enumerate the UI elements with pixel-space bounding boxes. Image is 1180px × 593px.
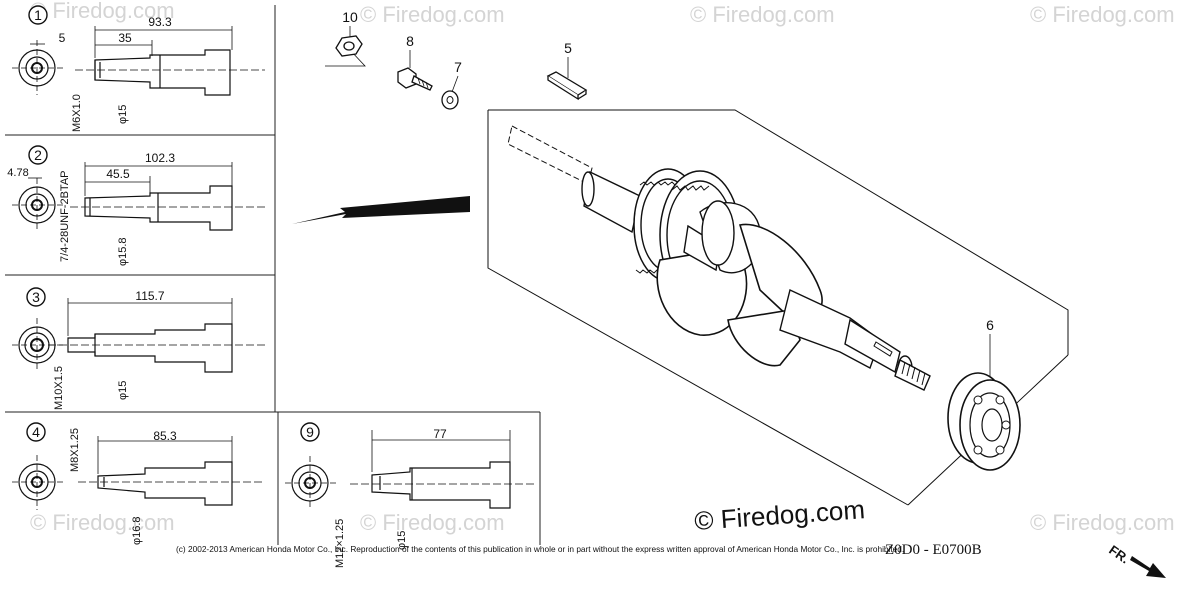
crankshaft bbox=[507, 125, 931, 391]
copyright-notice: (c) 2002-2013 American Honda Motor Co., … bbox=[176, 544, 904, 554]
part-7-washer: 7 bbox=[441, 59, 462, 110]
callout-7: 7 bbox=[454, 59, 462, 75]
variant-9-shaft bbox=[350, 461, 535, 509]
variant-1-dim-offset: 5 bbox=[59, 31, 66, 45]
variant-1-diameter: φ15 bbox=[117, 105, 129, 124]
part-8-bolt: 8 bbox=[397, 33, 433, 91]
variant-1-dimensions bbox=[30, 26, 233, 58]
variant-4-end-view bbox=[12, 455, 64, 510]
variant-1-dim-step: 35 bbox=[118, 31, 132, 45]
front-direction-indicator: FR. bbox=[1106, 542, 1166, 578]
variant-1-badge bbox=[28, 5, 48, 25]
variant-2-shaft bbox=[70, 185, 265, 231]
variant-9-thread: M12×1.25 bbox=[334, 519, 346, 568]
watermark-6: © Firedog.com bbox=[360, 510, 505, 535]
variant-9-id: 9 bbox=[306, 424, 314, 440]
variant-4-thread: M8X1.25 bbox=[69, 428, 81, 472]
variant-3-end-view bbox=[12, 318, 64, 372]
variant-panel-grid bbox=[5, 5, 541, 545]
watermark-4: © Firedog.com bbox=[1030, 2, 1175, 27]
variant-2-diameter: φ15.8 bbox=[117, 237, 129, 266]
watermark-7: © Firedog.com bbox=[1030, 510, 1175, 535]
variant-9-dim-length: 77 bbox=[433, 427, 447, 441]
front-arrow-icon bbox=[1130, 556, 1166, 578]
variant-2-dim-step: 45.5 bbox=[106, 167, 130, 181]
variant-4-dim-length: 85.3 bbox=[153, 429, 177, 443]
direction-label: FR. bbox=[1106, 542, 1132, 566]
watermark-3: © Firedog.com bbox=[690, 2, 835, 27]
watermark-5: © Firedog.com bbox=[30, 510, 175, 535]
variant-4-id: 4 bbox=[32, 424, 40, 440]
variant-4-shaft bbox=[78, 461, 265, 506]
watermarks: © Firedog.com © Firedog.com © Firedog.co… bbox=[30, 0, 1175, 535]
variant-1-dim-length: 93.3 bbox=[148, 15, 172, 29]
variant-9-badge bbox=[300, 422, 320, 442]
variant-2-dimensions bbox=[28, 162, 233, 196]
variant-2-dim-length: 102.3 bbox=[145, 151, 175, 165]
variant-4-badge bbox=[26, 422, 46, 442]
variant-1-end-view bbox=[12, 40, 64, 95]
variant-1-shaft bbox=[75, 49, 265, 96]
variant-2-dim-offset: 4.78 bbox=[7, 167, 28, 179]
part-6-bearing: 6 bbox=[947, 317, 1021, 471]
variant-2-id: 2 bbox=[34, 147, 42, 163]
variant-2-thread: 7/4-28UNF-2BTAP bbox=[59, 171, 71, 263]
variant-3-thread: M10X1.5 bbox=[53, 366, 65, 410]
brand-mark: © Firedog.com bbox=[693, 494, 866, 536]
part-5-key: 5 bbox=[546, 40, 588, 101]
variant-3: 3 115.7 M10X1.5 φ15 bbox=[12, 287, 265, 410]
variant-4-dimensions bbox=[97, 436, 233, 474]
variant-1: 1 93.3 35 5 M6X1.0 φ15 bbox=[12, 5, 265, 132]
callout-8: 8 bbox=[406, 33, 414, 49]
variant-9: 9 77 M12×1.25 φ15 bbox=[285, 422, 535, 568]
variant-3-badge bbox=[26, 287, 46, 307]
watermark-2: © Firedog.com bbox=[360, 2, 505, 27]
drawing-code: Z0D0 - E0700B bbox=[885, 542, 982, 558]
part-10-nut: 10 bbox=[325, 9, 366, 67]
assembly-pointer-arrow bbox=[292, 196, 470, 224]
variant-2-end-view bbox=[12, 178, 64, 232]
variant-4: 4 85.3 M8X1.25 φ16.8 bbox=[12, 422, 265, 545]
watermark-1: © Firedog.com bbox=[30, 0, 175, 23]
callout-10: 10 bbox=[342, 9, 358, 25]
variant-9-end-view bbox=[285, 456, 337, 510]
variant-1-id: 1 bbox=[34, 7, 42, 23]
variant-2: 2 102.3 45.5 4.78 7/4-28UNF-2BTAP φ15.8 bbox=[7, 145, 265, 266]
variant-1-thread: M6X1.0 bbox=[71, 94, 83, 132]
variant-3-id: 3 bbox=[32, 289, 40, 305]
variant-9-diameter: φ15 bbox=[396, 531, 408, 550]
variant-2-badge bbox=[28, 145, 48, 165]
callout-5: 5 bbox=[564, 40, 572, 56]
variant-4-diameter: φ16.8 bbox=[131, 516, 143, 545]
variant-3-dim-length: 115.7 bbox=[135, 289, 164, 303]
variant-3-dimensions bbox=[67, 298, 233, 336]
variant-3-diameter: φ15 bbox=[117, 381, 129, 400]
callout-6: 6 bbox=[986, 317, 994, 333]
variant-9-dimensions bbox=[371, 430, 511, 472]
variant-3-shaft bbox=[48, 323, 265, 373]
